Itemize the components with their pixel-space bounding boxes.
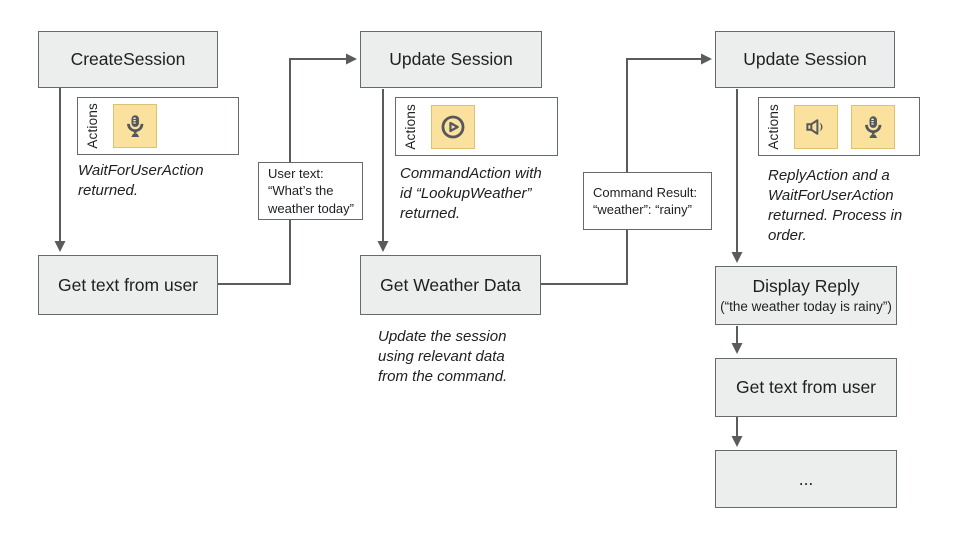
edge-getweather-to-updatesession2 [541, 53, 712, 285]
step-get-text-from-user-1: Get text from user [38, 255, 218, 315]
step-update-session-2: Update Session [715, 31, 895, 88]
actions-panel-2: Actions [395, 97, 558, 156]
speaker-icon [793, 104, 838, 149]
microphone-icon [850, 104, 895, 149]
actions-label: Actions [766, 103, 781, 150]
microphone-icon [112, 104, 157, 148]
step-update-session-1: Update Session [360, 31, 542, 88]
actions-label: Actions [403, 103, 418, 150]
actions-label: Actions [85, 103, 100, 149]
step-ellipsis: ... [715, 450, 897, 508]
actions-panel-3: Actions [758, 97, 920, 156]
step-create-session: CreateSession [38, 31, 218, 88]
annotation-wait-for-user-action: WaitForUserAction returned. [78, 162, 204, 199]
annotation-update-session-note: Update the session using relevant data f… [378, 328, 508, 385]
actions-panel-1: Actions [77, 97, 239, 155]
display-reply-subtitle: (“the weather today is rainy”) [720, 298, 892, 314]
edge-label-command-result: Command Result: “weather”: “rainy” [583, 172, 712, 230]
step-get-weather-data: Get Weather Data [360, 255, 541, 315]
annotation-command-action: CommandAction with id “LookupWeather” re… [400, 165, 542, 222]
display-reply-title: Display Reply [752, 275, 860, 296]
annotation-reply-action: ReplyAction and a WaitForUserAction retu… [768, 167, 903, 244]
edge-label-user-text: User text: “What’s the weather today” [258, 162, 363, 220]
step-get-text-from-user-2: Get text from user [715, 358, 897, 417]
step-display-reply: Display Reply (“the weather today is rai… [715, 266, 897, 325]
play-icon [430, 104, 475, 149]
